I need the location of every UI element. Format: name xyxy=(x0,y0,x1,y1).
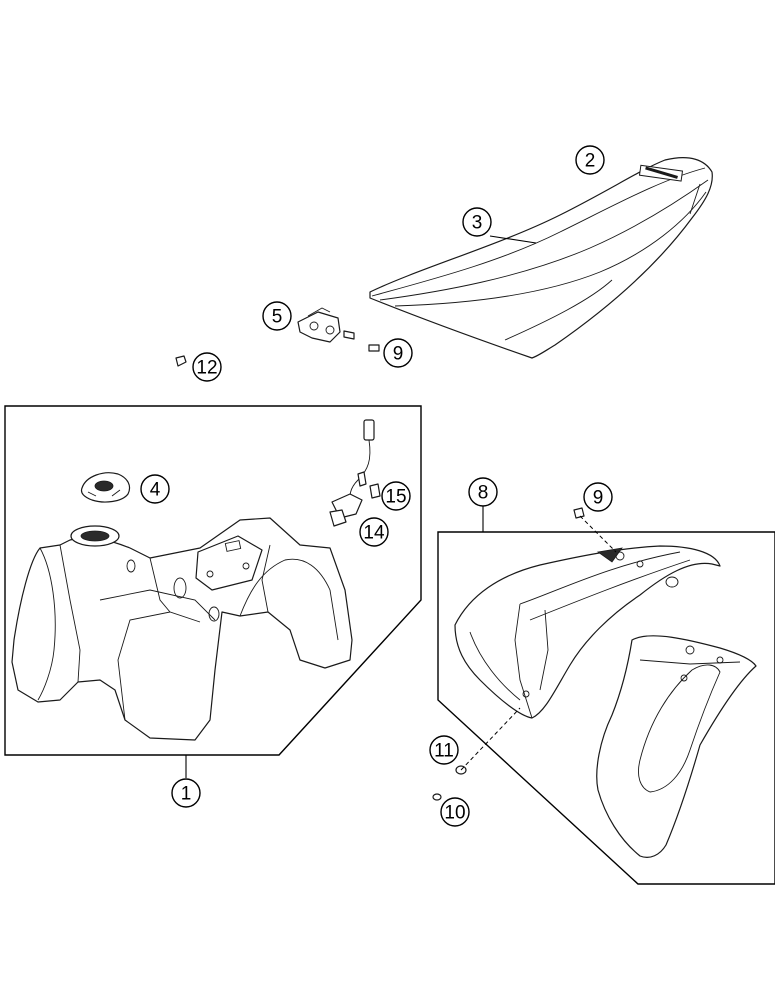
callout-c3: 3 xyxy=(462,207,492,237)
fuel-tank-part-1 xyxy=(11,517,353,741)
callout-circle xyxy=(383,338,413,368)
callout-c14: 14 xyxy=(359,517,389,547)
callout-c8: 8 xyxy=(468,477,498,507)
callout-circle xyxy=(262,301,292,331)
shroud-part xyxy=(596,635,757,858)
leader-lines xyxy=(185,235,537,778)
callout-c5: 5 xyxy=(262,301,292,331)
seat-logo-icon xyxy=(638,164,684,182)
callout-number: 9 xyxy=(593,488,604,509)
callout-number: 14 xyxy=(363,523,385,544)
callout-circle xyxy=(429,735,459,765)
callout-number: 15 xyxy=(385,487,406,508)
side-cover-part xyxy=(454,545,721,719)
callout-circle xyxy=(575,145,605,175)
seat-drawing xyxy=(369,157,713,359)
callout-number: 8 xyxy=(478,483,489,504)
callout-c11: 11 xyxy=(429,735,459,765)
fuel-line-parts xyxy=(329,419,381,527)
callout-number: 3 xyxy=(472,213,483,234)
callout-circle xyxy=(583,482,613,512)
shroud-frame xyxy=(437,531,775,885)
callout-c12: 12 xyxy=(192,352,222,382)
callout-number: 1 xyxy=(181,784,192,805)
callout-number: 4 xyxy=(150,480,161,501)
screw-part-9 xyxy=(343,330,380,352)
callout-number: 5 xyxy=(272,307,283,328)
callout-circle xyxy=(140,474,170,504)
callout-circle xyxy=(359,517,389,547)
assembly-line-upper xyxy=(579,515,617,553)
callout-circle xyxy=(171,778,201,808)
assembly-line-lower xyxy=(460,707,521,771)
callout-circle xyxy=(462,207,492,237)
callout-circle xyxy=(468,477,498,507)
callout-number: 11 xyxy=(434,741,454,762)
callout-c2: 2 xyxy=(575,145,605,175)
callout-circle xyxy=(381,481,411,511)
callout-number: 2 xyxy=(585,151,596,172)
callout-c4: 4 xyxy=(140,474,170,504)
callout-c10: 10 xyxy=(440,797,470,827)
callout-c1: 1 xyxy=(171,778,201,808)
callout-c15: 15 xyxy=(381,481,411,511)
bracket-part-5 xyxy=(297,307,341,343)
callout-number: 12 xyxy=(196,358,217,379)
fuel-tank-frame xyxy=(4,405,422,756)
screw-part-12 xyxy=(175,355,187,367)
callout-circle xyxy=(440,797,470,827)
callout-number: 10 xyxy=(444,803,465,824)
callout-number: 9 xyxy=(393,344,404,365)
callout-c9b: 9 xyxy=(583,482,613,512)
fuel-cap-part-4 xyxy=(80,472,131,503)
callout-c9a: 9 xyxy=(383,338,413,368)
callout-circle xyxy=(192,352,222,382)
